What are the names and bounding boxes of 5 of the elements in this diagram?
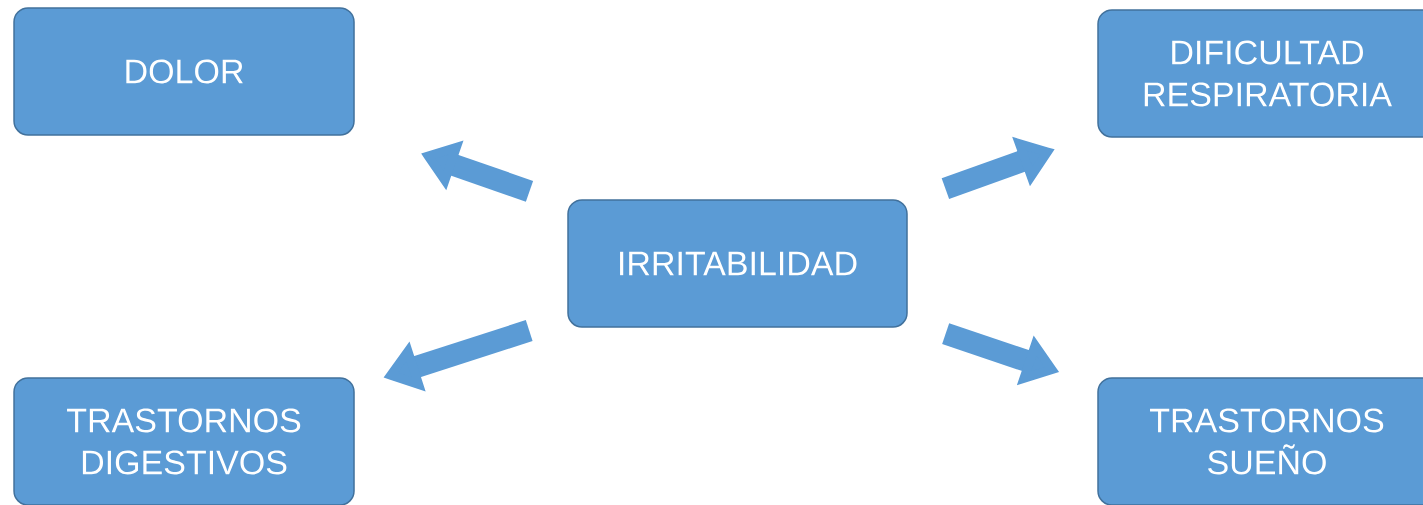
- process-box: TRASTORNOS SUEÑO: [1097, 377, 1423, 505]
- process-box: TRASTORNOS DIGESTIVOS: [13, 377, 355, 505]
- process-box: IRRITABILIDAD: [567, 199, 908, 328]
- process-box: DOLOR: [13, 7, 355, 136]
- process-box: DIFICULTAD RESPIRATORIA: [1097, 9, 1423, 138]
